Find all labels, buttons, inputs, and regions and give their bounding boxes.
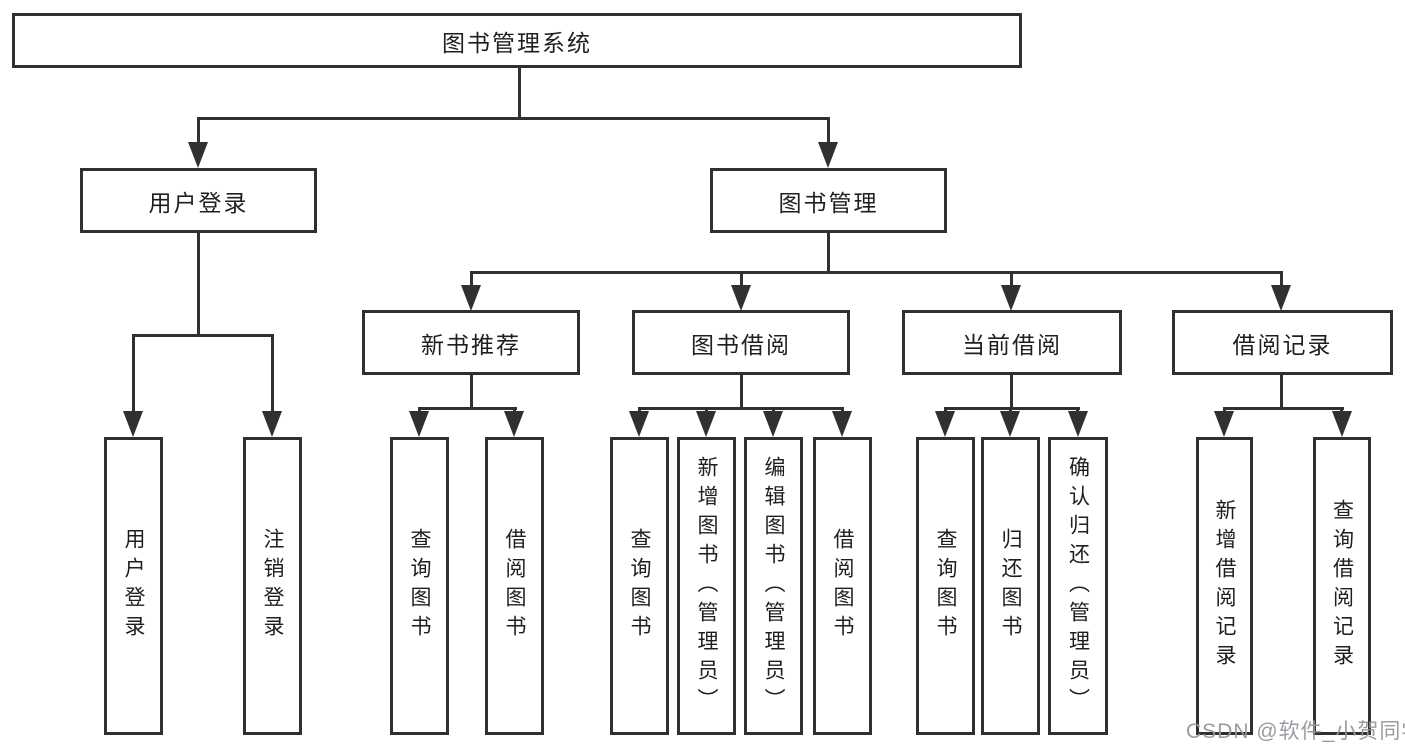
node-label: 图书管理系统 [442,29,592,56]
arrow-head [123,411,143,437]
arrow-head [188,142,208,168]
node-current-borrow: 当前借阅 [902,310,1122,375]
arrow-head [832,411,852,437]
node-label: 编辑图书（管理员） [762,455,785,717]
node-add-borrow-record: 新增借阅记录 [1196,437,1253,735]
connector-line [827,233,830,273]
csdn-watermark: CSDN @软件_小贺同学 [1186,720,1405,743]
connector-line [132,334,274,337]
node-label: 查询图书 [934,528,957,644]
node-label: 图书借阅 [691,331,791,358]
node-label: 图书管理 [778,189,879,216]
arrow-head [262,411,282,437]
connector-line [518,68,521,118]
connector-line [740,271,743,289]
arrow-head [696,411,716,437]
connector-line [271,334,274,412]
connector-line [470,375,473,410]
arrow-head [1271,285,1291,311]
node-label: 新增借阅记录 [1213,499,1236,673]
connector-line [1223,407,1344,410]
arrow-head [763,411,783,437]
connector-line [1280,375,1283,410]
arrow-head [731,285,751,311]
node-label: 借阅图书 [503,528,526,644]
arrow-head [1068,411,1088,437]
connector-line [197,233,200,336]
node-label: 新书推荐 [421,331,521,358]
node-book-management: 图书管理 [710,168,947,233]
node-add-books-admin: 新增图书（管理员） [677,437,736,735]
connector-line [470,271,1283,274]
connector-line [197,117,200,145]
node-edit-books-admin: 编辑图书（管理员） [744,437,803,735]
node-label: 新增图书（管理员） [695,455,718,717]
node-borrow-records: 借阅记录 [1172,310,1393,375]
arrow-head [1000,411,1020,437]
node-borrow-books-2: 借阅图书 [813,437,872,735]
connector-line [638,407,844,410]
node-label: 注销登录 [261,528,284,644]
node-confirm-return-admin: 确认归还（管理员） [1048,437,1108,735]
arrow-head [461,285,481,311]
node-label: 当前借阅 [962,331,1062,358]
node-user-login-action: 用户登录 [104,437,163,735]
node-book-borrow: 图书借阅 [632,310,850,375]
node-search-books-2: 查询图书 [610,437,669,735]
node-label: 归还图书 [999,528,1022,644]
arrow-head [818,142,838,168]
node-label: 查询借阅记录 [1330,499,1354,673]
connector-line [740,375,743,410]
node-user-login: 用户登录 [80,168,317,233]
node-search-borrow-record: 查询借阅记录 [1313,437,1371,735]
node-label: 借阅记录 [1232,331,1333,358]
node-search-books-3: 查询图书 [916,437,975,735]
arrow-head [629,411,649,437]
node-new-book-recommend: 新书推荐 [362,310,580,375]
connector-line [1010,375,1013,410]
node-label: 用户登录 [122,528,145,644]
arrow-head [1214,411,1234,437]
connector-line [470,271,473,289]
node-search-books-1: 查询图书 [390,437,449,735]
connector-line [132,334,135,412]
node-return-books: 归还图书 [981,437,1040,735]
node-label: 确认归还（管理员） [1066,455,1090,717]
arrow-head [409,411,429,437]
connector-line [1010,271,1013,289]
node-label: 查询图书 [628,528,651,644]
connector-line [418,407,517,410]
arrow-head [1332,411,1352,437]
node-library-system: 图书管理系统 [12,13,1022,68]
node-logout-action: 注销登录 [243,437,302,735]
arrow-head [1001,285,1021,311]
connector-line [827,117,830,145]
node-label: 用户登录 [148,189,249,216]
node-borrow-books-1: 借阅图书 [485,437,544,735]
connector-line [197,117,830,120]
node-label: 查询图书 [408,528,431,644]
connector-line [944,407,1080,410]
connector-line [1280,271,1283,289]
node-label: 借阅图书 [831,528,854,644]
arrow-head [935,411,955,437]
arrow-head [504,411,524,437]
